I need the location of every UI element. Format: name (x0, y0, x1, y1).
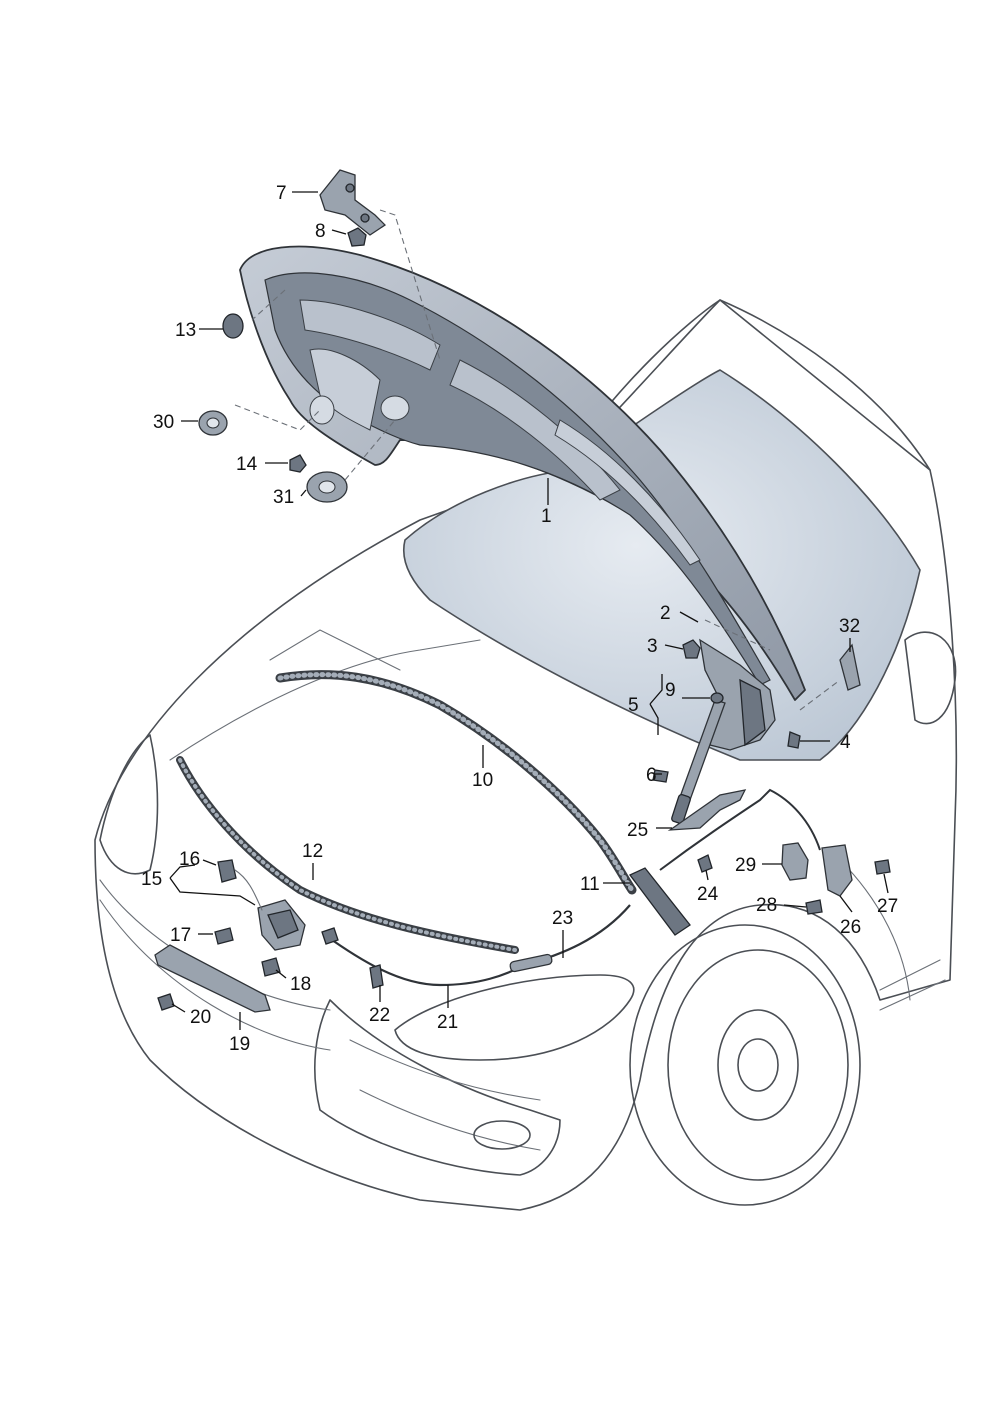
hood-panel (239, 245, 806, 701)
callout-4: 4 (840, 732, 851, 753)
callout-11: 11 (580, 874, 600, 895)
callout-3: 3 (647, 636, 658, 657)
callout-30: 30 (153, 412, 174, 433)
callout-15: 15 (141, 869, 162, 890)
callout-28: 28 (756, 895, 777, 916)
buffer-29 (781, 842, 809, 881)
hinge-bracket-right (699, 638, 776, 751)
callout-1: 1 (541, 506, 552, 527)
switch-16 (217, 859, 237, 883)
callout-13: 13 (175, 320, 196, 341)
callout-17: 17 (170, 925, 191, 946)
safety-catch-26 (821, 844, 853, 897)
front-seal (176, 756, 519, 954)
callout-21: 21 (437, 1012, 458, 1033)
clip-22 (369, 964, 384, 989)
hinge-part (319, 169, 387, 236)
callout-32: 32 (839, 616, 860, 637)
part-32 (839, 643, 861, 691)
callout-19: 19 (229, 1034, 250, 1055)
bolt-17 (214, 927, 234, 945)
callout-18: 18 (290, 974, 311, 995)
bolt-4 (787, 731, 801, 749)
headlight (394, 974, 635, 1061)
callout-25: 25 (627, 820, 648, 841)
callout-labels: 1 2 3 4 5 6 7 8 9 10 11 12 13 14 15 16 1… (141, 183, 898, 1055)
callout-2: 2 (660, 603, 671, 624)
front-wheel (629, 924, 861, 1206)
callout-23: 23 (552, 908, 573, 929)
bolt-27 (874, 859, 891, 875)
callout-14: 14 (236, 454, 258, 475)
bolt-28 (805, 899, 823, 915)
callout-8: 8 (315, 221, 326, 242)
bolt-20 (157, 993, 175, 1011)
callout-7: 7 (276, 183, 287, 204)
hinge-nut (347, 227, 367, 247)
callout-12: 12 (302, 841, 323, 862)
clip-24 (697, 854, 713, 873)
hood-lock (257, 899, 306, 951)
bracket-25 (667, 789, 747, 831)
fog-lamp (473, 1120, 531, 1150)
callout-20: 20 (190, 1007, 211, 1028)
rubber-buffer-13 (222, 313, 244, 339)
car-body (94, 299, 958, 1211)
bolt-18 (261, 957, 281, 977)
callout-27: 27 (877, 896, 898, 917)
hood-seal (275, 670, 637, 895)
callout-16: 16 (179, 849, 200, 870)
clip-14 (289, 454, 307, 473)
bolt-6 (652, 769, 669, 783)
leader-lines (169, 191, 889, 1030)
side-seal-strip (628, 867, 691, 936)
callout-6: 6 (646, 765, 657, 786)
callout-9: 9 (665, 680, 676, 701)
callout-31: 31 (273, 487, 294, 508)
nut-3 (682, 639, 701, 659)
callout-5: 5 (628, 695, 639, 716)
callout-26: 26 (840, 917, 861, 938)
callout-10: 10 (472, 770, 493, 791)
cover-19 (154, 944, 271, 1013)
callout-22: 22 (369, 1005, 390, 1026)
ball-stud-9 (710, 692, 724, 704)
callout-24: 24 (697, 884, 719, 905)
callout-29: 29 (735, 855, 756, 876)
headlight-left (99, 734, 159, 875)
